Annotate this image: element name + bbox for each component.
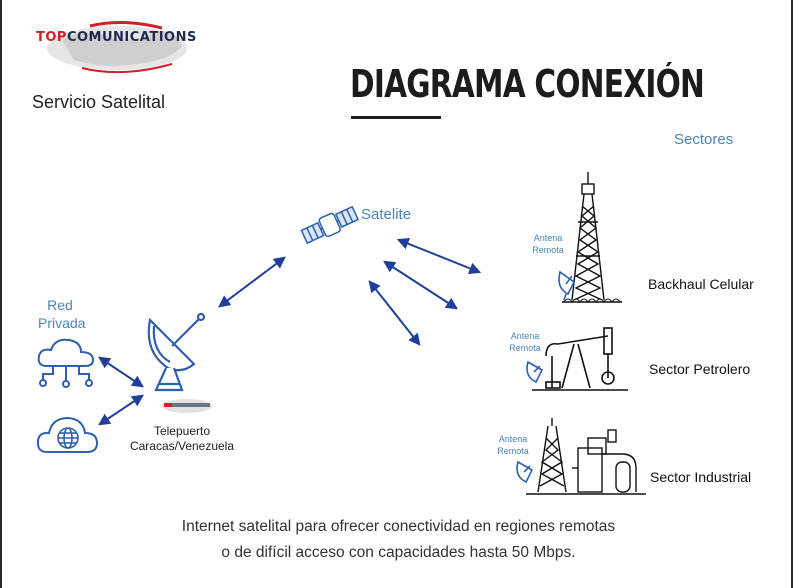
private-cloud-icon xyxy=(37,338,95,388)
antena-line1: Antena xyxy=(498,434,528,444)
telepuerto-line1: Telepuerto xyxy=(153,424,211,438)
logo-text: TOPCOMUNICATIONS xyxy=(36,30,197,45)
footer-line1: Internet satelital para ofrecer conectiv… xyxy=(181,518,616,535)
world-map-icon xyxy=(47,20,187,74)
teleport-dish-icon xyxy=(147,312,206,392)
antena-line2: Remota xyxy=(532,245,564,255)
telepuerto-label: Telepuerto Caracas/Venezuela xyxy=(120,424,244,454)
footer-line2: o de difícil acceso con capacidades hast… xyxy=(221,544,576,561)
company-logo xyxy=(32,18,192,80)
teleport-logo-icon xyxy=(162,399,212,413)
logo-suffix: COMUNICATIONS xyxy=(66,30,197,45)
logo-prefix: TOP xyxy=(36,30,67,45)
satelite-label: Satelite xyxy=(361,206,412,223)
arrow-satellite-backhaul xyxy=(396,237,482,275)
antena-remota-label-1: Antena Remota xyxy=(522,232,574,256)
arrow-cloud-telepuerto xyxy=(98,356,144,388)
cell-tower-icon xyxy=(558,172,622,303)
arrow-telepuerto-satellite xyxy=(218,256,286,308)
page-title: DIAGRAMA CONEXIÓN xyxy=(350,62,705,106)
title-underline xyxy=(351,116,441,119)
telepuerto-line2: Caracas/Venezuela xyxy=(129,439,235,453)
antena-line2: Remota xyxy=(509,343,541,353)
internet-globe-icon xyxy=(36,416,99,453)
service-subtitle: Servicio Satelital xyxy=(32,92,166,112)
arrow-internet-telepuerto xyxy=(98,394,144,426)
satellite-icon xyxy=(300,205,360,245)
antena-remota-label-2: Antena Remota xyxy=(499,330,551,354)
sectores-label: Sectores xyxy=(674,131,734,148)
antena-remota-label-3: Antena Remota xyxy=(487,433,539,457)
antena-line1: Antena xyxy=(533,233,563,243)
sector-industrial-label: Sector Industrial xyxy=(650,469,752,485)
industrial-plant-icon xyxy=(516,418,646,495)
red-privada-label: Red Privada xyxy=(38,296,86,332)
oil-pumpjack-icon xyxy=(526,327,628,391)
arrow-satellite-industrial xyxy=(368,280,421,346)
antena-line2: Remota xyxy=(497,446,529,456)
footer-description: Internet satelital para ofrecer conectiv… xyxy=(2,514,795,566)
sector-petrolero-label: Sector Petrolero xyxy=(649,361,751,377)
red-privada-line2: Privada xyxy=(38,315,86,331)
antena-line1: Antena xyxy=(510,331,540,341)
arrow-satellite-petrolero xyxy=(382,260,459,310)
sector-backhaul-label: Backhaul Celular xyxy=(648,276,754,292)
red-privada-line1: Red xyxy=(47,297,73,313)
